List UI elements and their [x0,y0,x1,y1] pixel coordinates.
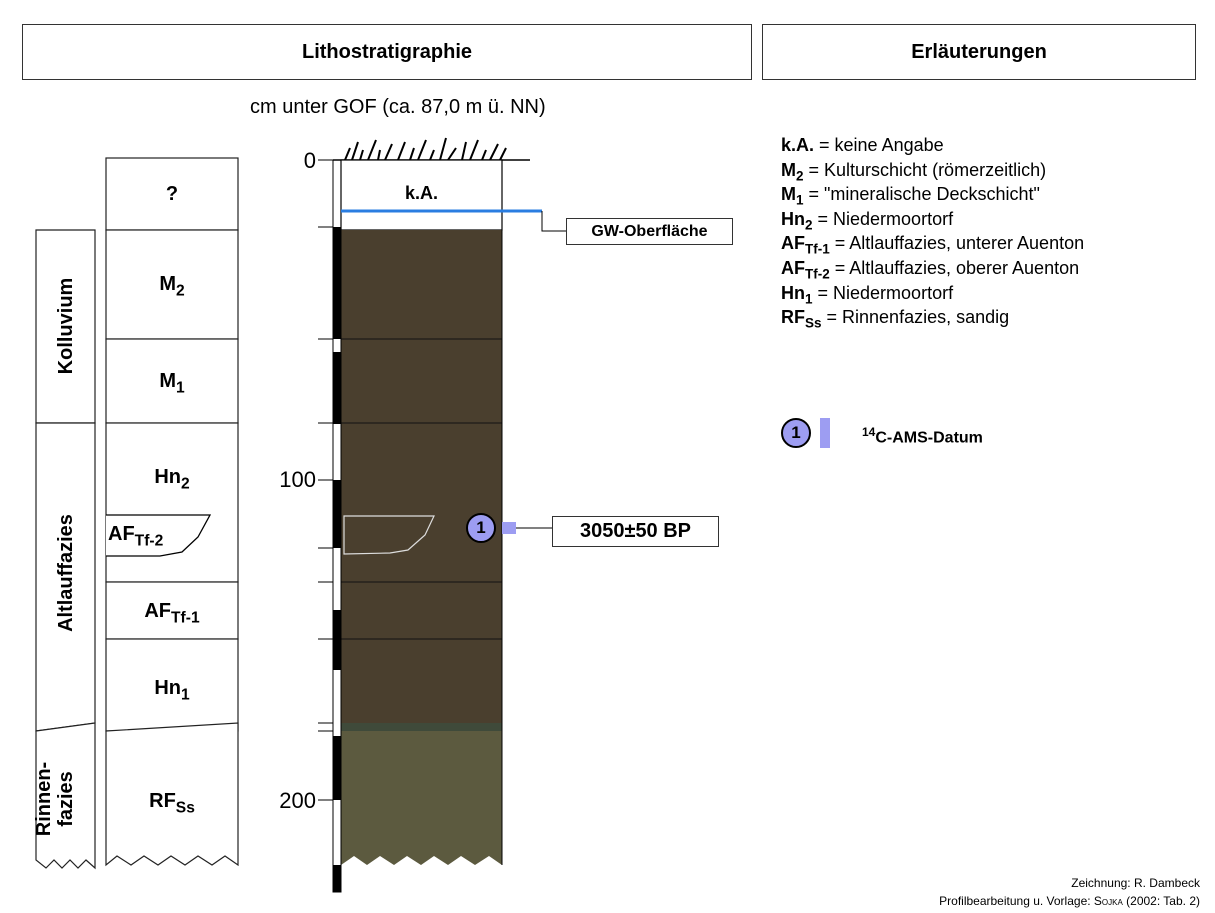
legend-marker-icon: 1 [781,418,811,448]
groundwater-label: GW-Oberfläche [566,218,733,245]
unit-column [105,157,239,867]
date-label: 3050±50 BP [552,516,719,547]
profile-layer-sand [341,731,502,865]
unit-label-rfss: RFSs [149,790,195,817]
unit-box-rfss [105,722,239,867]
legend-item: AFTf-2 = Altlauffazies, oberer Auenton [781,257,1080,282]
unit-box-aftf1 [105,581,239,640]
legend-item: Hn2 = Niedermoortorf [781,208,954,233]
tick-label-200: 200 [279,788,316,813]
tick-label-100: 100 [279,467,316,492]
unit-label-m2: M2 [159,273,185,300]
drawing-credit: Zeichnung: R. Dambeck [1071,876,1200,890]
profile-lens-aftf2 [343,515,435,555]
abbreviation-legend: k.A. = keine Angabe M2 = Kulturschicht (… [781,133,1084,330]
profile-layer-peat [341,230,502,723]
tick-label-0: 0 [303,148,316,173]
unit-box-m1 [105,338,239,424]
date-marker-icon: 1 [466,513,496,543]
legend-item: M2 = Kulturschicht (römerzeitlich) [781,159,1047,184]
legend-item: Hn1 = Niedermoortorf [781,282,954,307]
lithostratigraphy-header: Lithostratigraphie [22,24,752,80]
depth-axis-title: cm unter GOF (ca. 87,0 m ü. NN) [250,96,546,118]
unit-box-hn1 [105,638,239,732]
profile-top-label: k.A. [404,183,438,203]
facies-label-kolluvium: Kolluvium [55,277,77,375]
unit-box-hn2-aftf2 [105,422,239,583]
groundwater-indicator [341,209,566,232]
facies-box-rinnenfazies [35,722,96,870]
legend-item: RFSs = Rinnenfazies, sandig [781,307,1010,331]
unit-label-aftf1: AFTf-1 [144,600,200,627]
unit-label-aftf2: AFTf-2 [108,523,164,550]
legend-item: M1 = "mineralische Deckschicht" [781,184,1040,208]
profile-layer-transition [341,723,502,731]
facies-label-altlauffazies: Altlauffazies [55,514,77,632]
legend-item: AFTf-1 = Altlauffazies, unterer Auenton [781,233,1085,258]
profile-layer-unknown [340,159,503,231]
unit-label-m1: M1 [159,370,185,397]
legend-date-label: 14C-AMS-Datum [862,425,983,447]
depth-scale-bar [318,159,342,893]
unit-lens-aftf2 [106,514,212,557]
unit-label-hn2: Hn2 [154,466,190,493]
legend-sample-bar-icon [820,418,830,448]
source-credit: Profilbearbeitung u. Vorlage: Sojka (200… [939,894,1200,908]
profile-column [333,159,530,865]
legend-item: k.A. = keine Angabe [781,135,944,155]
facies-column [35,229,96,870]
date-sample-bar [502,522,516,534]
explanations-header: Erläuterungen [762,24,1196,80]
grass-icon [344,137,507,161]
unit-label-unknown: ? [165,183,179,205]
facies-label-rinnenfazies: Rinnen- fazies [33,761,77,837]
unit-label-hn1: Hn1 [154,677,190,704]
